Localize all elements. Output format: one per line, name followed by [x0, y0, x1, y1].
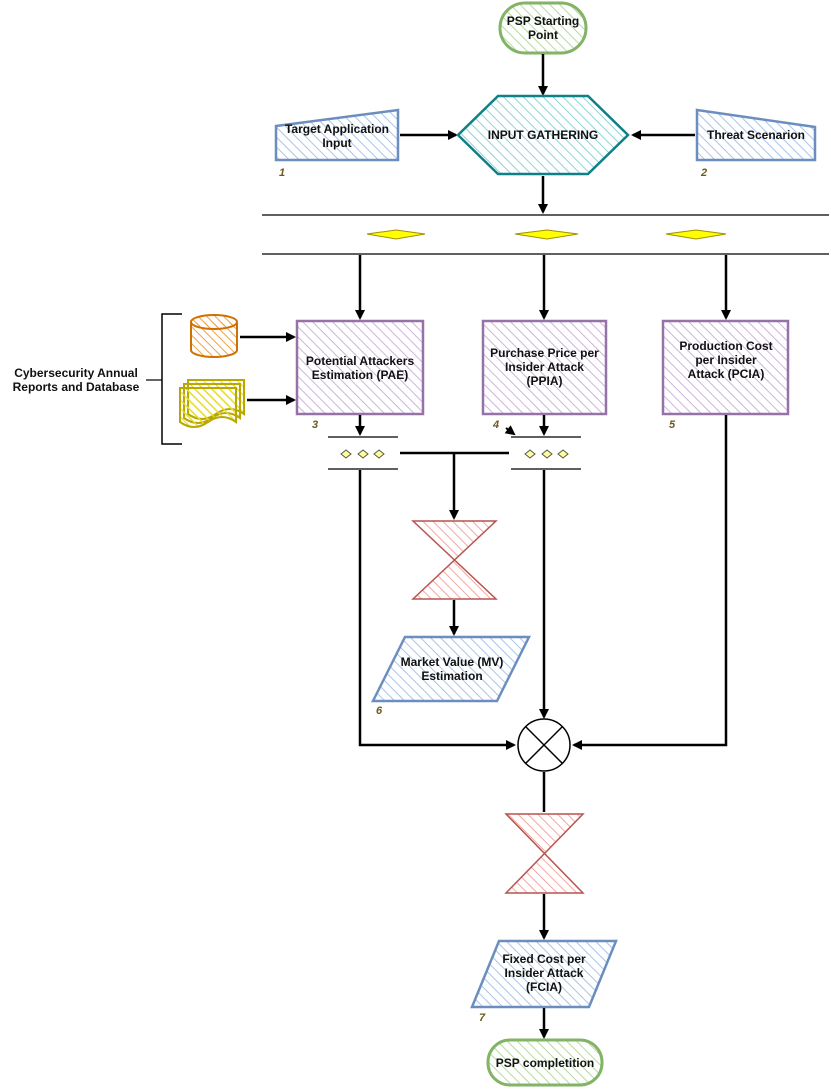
input-gathering-label: INPUT GATHERING — [487, 128, 599, 142]
merge-icon — [517, 718, 571, 772]
start-terminator — [498, 1, 588, 55]
parallel-gateway-icon — [328, 436, 398, 470]
arrow-ppia-side — [504, 425, 516, 436]
sources-bracket — [161, 313, 182, 445]
input-gathering-hexagon — [456, 94, 630, 176]
mv-shape — [370, 635, 532, 703]
fcia-shape — [470, 939, 618, 1009]
target-input-label: Target Application Input — [284, 122, 389, 150]
ppia-number: 4 — [493, 419, 500, 431]
collate-icon — [411, 520, 498, 600]
pae-label: Potential Attackers Estimation (PAE) — [305, 354, 415, 382]
collate-icon — [504, 813, 585, 894]
start-label: PSP Starting Point — [506, 14, 580, 42]
documents-icon — [179, 379, 245, 428]
ppia-box — [481, 319, 608, 416]
threat-scenario-label: Threat Scenarion — [706, 128, 806, 142]
fcia-label: Fixed Cost per Insider Attack (FCIA) — [502, 952, 586, 994]
band-diamond — [665, 229, 727, 240]
arrow-pae-to-merge — [358, 470, 516, 750]
database-icon — [190, 314, 238, 358]
fcia-number: 7 — [479, 1012, 486, 1024]
pcia-box — [661, 319, 790, 416]
end-label: PSP completition — [495, 1056, 595, 1070]
arrow-pcia-to-merge — [572, 415, 728, 750]
pae-box — [295, 319, 425, 416]
parallel-gateway-icon — [511, 436, 581, 470]
pae-number: 3 — [312, 419, 319, 431]
end-terminator — [486, 1038, 604, 1087]
band-diamond — [366, 229, 426, 240]
ppia-label: Purchase Price per Insider Attack (PPIA) — [490, 346, 599, 388]
target-input-number: 1 — [279, 167, 286, 179]
threat-scenario-number: 2 — [701, 167, 708, 179]
parallel-band — [262, 214, 829, 255]
mv-label: Market Value (MV) Estimation — [400, 655, 504, 683]
pcia-number: 5 — [669, 419, 676, 431]
sources-label: Cybersecurity Annual Reports and Databas… — [12, 366, 140, 394]
threat-scenario-shape — [695, 108, 817, 162]
mv-number: 6 — [376, 705, 383, 717]
band-diamond — [514, 229, 579, 240]
pcia-label: Production Cost per Insider Attack (PCIA… — [679, 339, 773, 381]
target-input-shape — [274, 108, 400, 162]
